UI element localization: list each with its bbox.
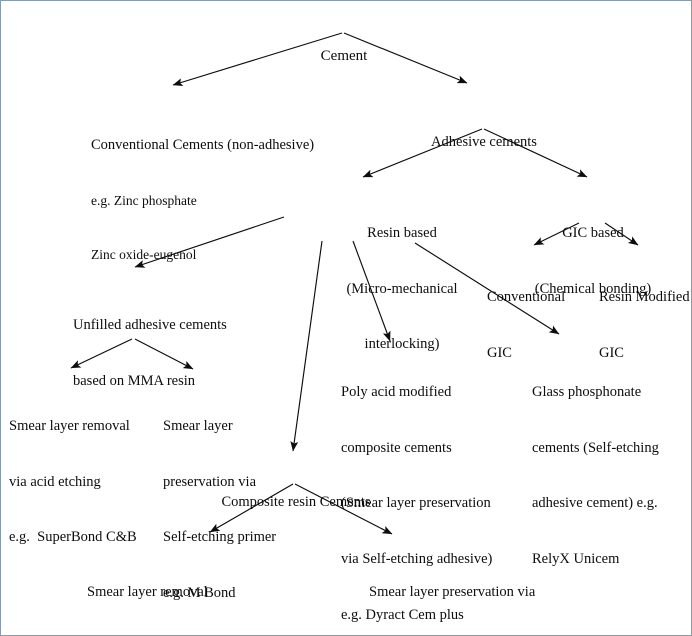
node-glass-phosphonate-line-2: adhesive cement) e.g. — [532, 495, 658, 512]
node-smear-preservation-mbond-line-3: e.g. M Bond — [163, 585, 236, 602]
node-composite-resin-cements: Composite resin Cements — [211, 456, 381, 549]
node-smear-removal-superbond-line-0: Smear layer removal — [9, 418, 130, 435]
node-conventional-cements-line-1: e.g. Zinc phosphate — [91, 192, 197, 208]
node-smear-removal-total-etch: Smear layer removal via acid etching usi… — [87, 546, 337, 635]
node-poly-acid-modified: Poly acid modified composite cements (Sm… — [341, 346, 531, 635]
node-smear-preservation-panavia: Smear layer preservation via Self-etchin… — [369, 546, 609, 635]
node-smear-removal-superbond-line-1: via acid etching — [9, 473, 101, 490]
node-gic-based-line-0: GIC based — [562, 225, 624, 242]
node-resin-based-line-1: (Micro-mechanical — [346, 280, 458, 297]
node-poly-acid-modified-line-1: composite cements — [341, 439, 452, 456]
node-poly-acid-modified-line-2: (Smear layer preservation — [341, 495, 491, 512]
node-unfilled-adhesive-cements-line-0: Unfilled adhesive cements — [73, 317, 227, 334]
node-composite-resin-cements-line-0: Composite resin Cements — [221, 494, 371, 511]
node-glass-phosphonate-line-3: RelyX Unicem — [532, 551, 620, 568]
node-poly-acid-modified-line-4: e.g. Dyract Cem plus — [341, 606, 464, 623]
node-conventional-gic-line-0: Conventional — [487, 289, 566, 306]
node-conventional-gic: Conventional GIC — [487, 251, 597, 399]
node-resin-based-line-0: Resin based — [367, 225, 437, 242]
node-unfilled-adhesive-cements: Unfilled adhesive cements based on MMA r… — [73, 279, 303, 427]
node-poly-acid-modified-line-0: Poly acid modified — [341, 384, 452, 401]
node-smear-preservation-panavia-line-0: Smear layer preservation via — [369, 584, 536, 601]
node-resin-modified-gic: Resin Modified GIC — [599, 251, 691, 399]
node-poly-acid-modified-line-3: via Self-etching adhesive) — [341, 551, 493, 568]
node-smear-removal-superbond-line-2: e.g. SuperBond C&B — [9, 529, 137, 546]
node-smear-removal-total-etch-line-0: Smear layer removal — [87, 584, 208, 601]
node-conventional-cements: Conventional Cements (non-adhesive) e.g.… — [91, 99, 371, 300]
node-adhesive-cements: Adhesive cements — [411, 96, 557, 189]
node-resin-modified-gic-line-0: Resin Modified — [599, 289, 690, 306]
node-smear-preservation-mbond-line-2: Self-etching primer — [163, 529, 277, 546]
node-smear-preservation-mbond-line-0: Smear layer — [163, 418, 233, 435]
node-smear-preservation-mbond-line-1: preservation via — [163, 473, 257, 490]
node-glass-phosphonate: Glass phosphonate cements (Self-etching … — [532, 346, 691, 606]
node-cement: Cement — [301, 9, 387, 105]
node-gic-based: GIC based (Chemical bonding) — [514, 187, 672, 335]
node-resin-based: Resin based (Micro-mechanical interlocki… — [313, 187, 491, 391]
node-conventional-gic-line-1: GIC — [487, 344, 512, 361]
node-glass-phosphonate-line-1: cements (Self-etching — [532, 439, 659, 456]
node-conventional-cements-line-2: Zinc oxide-eugenol — [91, 247, 197, 263]
node-adhesive-cements-line-0: Adhesive cements — [431, 134, 537, 151]
node-resin-based-line-2: interlocking) — [364, 336, 440, 353]
node-gic-based-line-1: (Chemical bonding) — [534, 280, 652, 297]
node-glass-phosphonate-line-0: Glass phosphonate — [532, 384, 642, 401]
node-cement-line-0: Cement — [320, 48, 368, 65]
node-resin-modified-gic-line-1: GIC — [599, 344, 624, 361]
node-unfilled-adhesive-cements-line-1: based on MMA resin — [73, 372, 196, 389]
node-smear-removal-superbond: Smear layer removal via acid etching e.g… — [9, 380, 169, 584]
node-conventional-cements-line-0: Conventional Cements (non-adhesive) — [91, 137, 315, 154]
node-smear-preservation-mbond: Smear layer preservation via Self-etchin… — [163, 380, 293, 635]
